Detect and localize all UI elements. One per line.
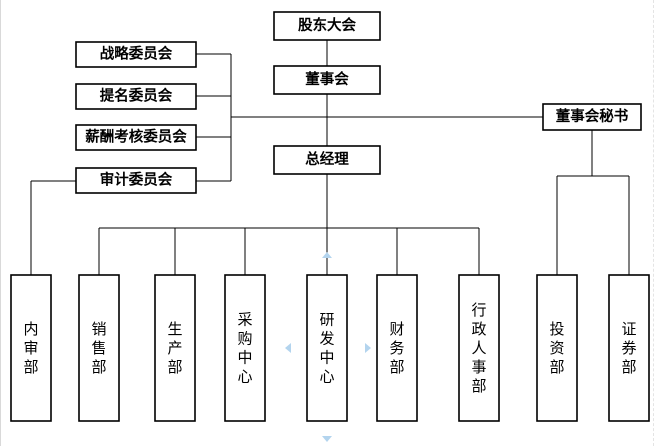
dept-label-char: 产: [167, 339, 182, 357]
dept-label-char: 内: [23, 320, 38, 338]
committee-nomination[interactable]: 提名委员会: [75, 83, 197, 110]
committee-nomination-label: 提名委员会: [100, 87, 173, 105]
dept-admin-hr-label: 行政人事部: [471, 301, 486, 395]
dept-procurement[interactable]: 采购中心: [224, 274, 266, 422]
dept-label-char: 财: [389, 320, 404, 338]
dept-label-char: 中: [319, 349, 334, 367]
dept-label-char: 销: [91, 320, 106, 338]
dept-label-char: 行: [471, 301, 486, 319]
dept-securities-label: 证券部: [621, 320, 636, 376]
dept-label-char: 人: [471, 339, 486, 357]
dept-investment-label: 投资部: [549, 320, 564, 376]
dept-production-box: [154, 274, 196, 422]
dept-label-char: 购: [237, 330, 252, 348]
committee-strategy-box: [75, 41, 197, 68]
committee-audit-label: 审计委员会: [100, 171, 173, 189]
dept-label-char: 券: [621, 339, 636, 357]
connectors: [30, 40, 630, 275]
dept-admin-hr-box: [458, 274, 500, 422]
node-general-manager-box: [273, 145, 381, 175]
dept-label-char: 部: [471, 377, 486, 395]
committee-audit-box: [75, 167, 197, 194]
dept-finance-box: [376, 274, 418, 422]
dept-label-char: 部: [23, 358, 38, 376]
dept-production[interactable]: 生产部: [154, 274, 196, 422]
dept-label-char: 研: [319, 311, 334, 329]
dept-internal-audit-label: 内审部: [23, 320, 38, 376]
dept-label-char: 部: [167, 358, 182, 376]
node-general-manager-label: 总经理: [305, 150, 349, 168]
dept-label-char: 中: [237, 349, 252, 367]
dept-securities-box: [608, 274, 650, 422]
dept-label-char: 证: [621, 320, 636, 338]
resize-left-arrow-icon[interactable]: [285, 343, 291, 353]
dept-label-char: 审: [23, 339, 38, 357]
dept-securities[interactable]: 证券部: [608, 274, 650, 422]
dept-production-label: 生产部: [167, 320, 182, 376]
node-shareholders-meeting[interactable]: 股东大会: [273, 11, 381, 41]
dept-rnd[interactable]: 研发中心: [306, 274, 348, 422]
dept-label-char: 部: [91, 358, 106, 376]
node-shareholders-meeting-box: [273, 11, 381, 41]
dept-procurement-label: 采购中心: [237, 311, 252, 386]
dept-sales-label: 销售部: [91, 320, 106, 376]
dept-label-char: 投: [549, 320, 564, 338]
dept-internal-audit[interactable]: 内审部: [10, 274, 52, 422]
node-board-secretary-box: [542, 103, 642, 131]
selection-handles: [285, 252, 371, 442]
dept-investment[interactable]: 投资部: [536, 274, 578, 422]
dept-label-char: 政: [471, 320, 486, 338]
node-board[interactable]: 董事会: [273, 65, 381, 95]
node-shareholders-meeting-label: 股东大会: [298, 16, 356, 34]
dept-investment-box: [536, 274, 578, 422]
node-board-secretary-label: 董事会秘书: [556, 107, 629, 125]
dept-label-char: 部: [549, 358, 564, 376]
dept-label-char: 发: [319, 330, 334, 348]
dept-label-char: 心: [237, 368, 252, 386]
dept-finance[interactable]: 财务部: [376, 274, 418, 422]
dept-internal-audit-box: [10, 274, 52, 422]
dept-label-char: 部: [389, 358, 404, 376]
resize-down-arrow-icon[interactable]: [322, 436, 332, 442]
resize-up-arrow-icon[interactable]: [322, 252, 332, 258]
node-general-manager[interactable]: 总经理: [273, 145, 381, 175]
dept-label-char: 事: [471, 358, 486, 376]
node-board-secretary[interactable]: 董事会秘书: [542, 103, 642, 131]
committee-audit[interactable]: 审计委员会: [75, 167, 197, 194]
resize-right-arrow-icon[interactable]: [365, 343, 371, 353]
dept-sales[interactable]: 销售部: [78, 274, 120, 422]
dept-label-char: 务: [389, 339, 404, 357]
dept-label-char: 售: [91, 339, 106, 357]
dept-label-char: 生: [167, 320, 182, 338]
node-board-label: 董事会: [305, 70, 349, 88]
committee-compensation-box: [75, 124, 197, 151]
committee-strategy-label: 战略委员会: [100, 45, 173, 63]
dept-procurement-box: [224, 274, 266, 422]
dept-finance-label: 财务部: [389, 320, 404, 376]
dept-admin-hr[interactable]: 行政人事部: [458, 274, 500, 422]
dept-label-char: 部: [621, 358, 636, 376]
committee-compensation[interactable]: 薪酬考核委员会: [75, 124, 197, 151]
dept-label-char: 采: [237, 311, 252, 329]
committee-nomination-box: [75, 83, 197, 110]
committee-compensation-label: 薪酬考核委员会: [85, 128, 187, 146]
dept-label-char: 心: [319, 368, 334, 386]
dept-rnd-label: 研发中心: [319, 311, 334, 386]
committee-strategy[interactable]: 战略委员会: [75, 41, 197, 68]
dept-sales-box: [78, 274, 120, 422]
dept-label-char: 资: [549, 339, 564, 357]
dept-rnd-box: [306, 274, 348, 422]
node-board-box: [273, 65, 381, 95]
